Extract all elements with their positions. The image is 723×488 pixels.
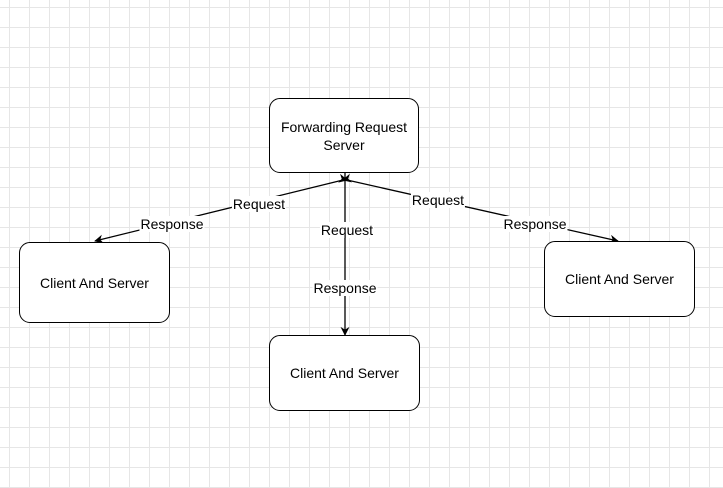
client-server-node-right[interactable]: Client And Server — [544, 241, 695, 317]
edge-label-request-bottom: Request — [319, 222, 375, 238]
forwarding-request-server-label: Forwarding Request Server — [281, 118, 407, 154]
client-server-label-right: Client And Server — [565, 271, 674, 287]
client-server-node-bottom[interactable]: Client And Server — [269, 335, 420, 411]
hub-label-line-1: Forwarding Request — [280, 118, 408, 135]
edge-label-response-right: Response — [502, 216, 568, 232]
edge-label-response-left: Response — [139, 216, 205, 232]
edge-label-request-left: Request — [231, 196, 287, 212]
hub-label-line-2: Server — [323, 136, 365, 153]
edge-hub-left-client — [94, 173, 352, 244]
client-server-label-bottom: Client And Server — [290, 365, 399, 381]
edge-label-request-right: Request — [410, 192, 466, 208]
client-server-label-left: Client And Server — [40, 274, 149, 291]
client-server-node-left[interactable]: Client And Server — [19, 242, 170, 323]
edge-hub-right-client — [338, 173, 619, 244]
forwarding-request-server-node[interactable]: Forwarding Request Server — [269, 98, 419, 173]
edge-label-response-bottom: Response — [312, 280, 378, 296]
